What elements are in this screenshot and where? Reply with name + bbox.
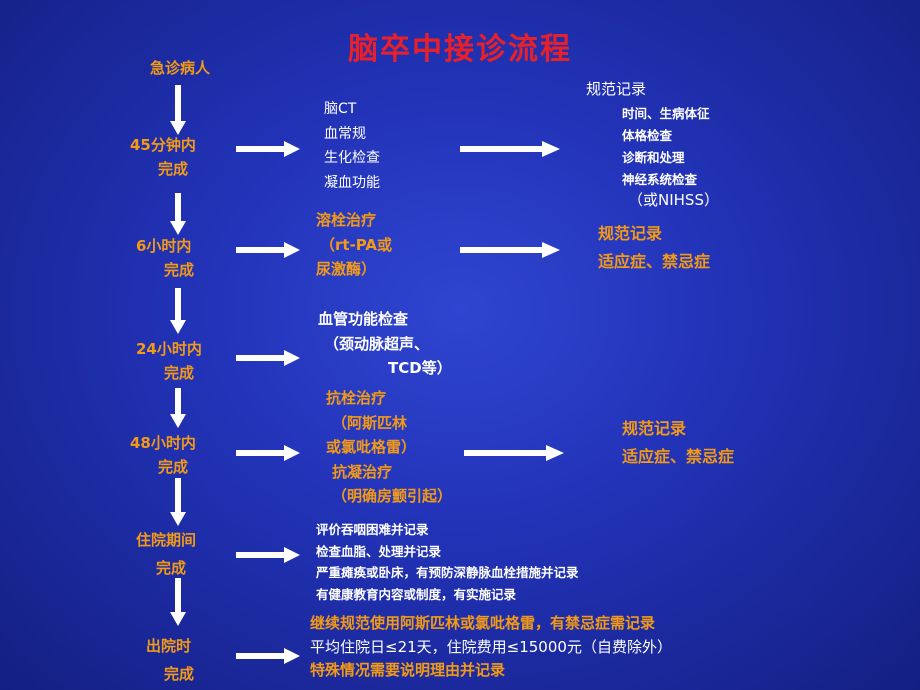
action-item: 尿激酶）	[316, 260, 377, 278]
stage-time: 出院时	[146, 637, 192, 655]
record-item: 时间、生病体征	[622, 106, 710, 121]
action-list-4: 抗栓治疗 （阿斯匹林 或氯吡格雷） 抗凝治疗 （明确房颤引起）	[326, 386, 452, 509]
stage-done: 完成	[164, 665, 195, 683]
stage-4: 48小时内 完成	[130, 431, 196, 479]
stage-done: 完成	[156, 559, 187, 577]
action-item: 凝血功能	[324, 174, 380, 191]
record-1-title: 规范记录	[586, 80, 647, 98]
action-list-1: 脑CT 血常规 生化检查 凝血功能	[324, 97, 380, 195]
record-item: 适应症、禁忌症	[598, 252, 711, 271]
record-2: 规范记录 适应症、禁忌症	[598, 220, 710, 276]
action-list-5: 评价吞咽困难并记录 检查血脂、处理并记录 严重瘫痪或卧床，有预防深静脉血栓措施并…	[316, 519, 579, 605]
stage-time: 24小时内	[136, 340, 202, 358]
action-item: 评价吞咽困难并记录	[316, 522, 429, 537]
down-arrow-icon	[170, 478, 186, 526]
action-item: 生化检查	[324, 150, 380, 166]
action-item: 严重瘫痪或卧床，有预防深静脉血栓措施并记录	[316, 565, 579, 580]
action-item: 血常规	[324, 125, 366, 142]
action-item: 平均住院日≤21天，住院费用≤15000元（自费除外）	[310, 637, 672, 656]
action-item: 脑CT	[324, 101, 357, 117]
action-item: 特殊情况需要说明理由并记录	[310, 661, 506, 679]
record-1-items: 时间、生病体征 体格检查 诊断和处理 神经系统检查	[622, 103, 710, 191]
down-arrow-icon	[170, 193, 186, 235]
record-item: 规范记录	[598, 224, 663, 243]
record-4: 规范记录 适应症、禁忌症	[622, 415, 734, 471]
stage-done: 完成	[164, 364, 195, 382]
stage-time: 48小时内	[130, 434, 196, 452]
stage-6: 出院时 完成	[146, 632, 194, 688]
right-arrow-icon	[460, 141, 560, 157]
right-arrow-icon	[460, 242, 560, 258]
stage-5: 住院期间 完成	[136, 526, 196, 582]
action-list-3: 血管功能检查 （颈动脉超声、 TCD等）	[318, 307, 452, 381]
stage-done: 完成	[158, 160, 189, 178]
stage-2: 6小时内 完成	[136, 234, 194, 282]
stage-1: 45分钟内 完成	[130, 133, 196, 181]
down-arrow-icon	[170, 388, 186, 428]
action-item: （颈动脉超声、	[324, 334, 430, 353]
right-arrow-icon	[236, 141, 300, 157]
record-item: 神经系统检查	[622, 172, 698, 187]
action-item: TCD等）	[388, 359, 452, 377]
action-item: 有健康教育内容或制度，有实施记录	[316, 586, 517, 602]
action-item: 检查血脂、处理并记录	[316, 543, 442, 559]
record-item: 体格检查	[622, 128, 673, 143]
right-arrow-icon	[236, 242, 300, 258]
stage-time: 住院期间	[136, 531, 197, 549]
stage-time: 6小时内	[136, 237, 192, 255]
action-item: 或氯吡格雷）	[326, 438, 417, 456]
action-item: （明确房颤引起）	[332, 487, 453, 505]
record-item: 规范记录	[622, 419, 687, 438]
right-arrow-icon	[236, 648, 300, 664]
page-title: 脑卒中接诊流程	[348, 32, 572, 67]
action-item: 血管功能检查	[318, 310, 409, 328]
record-item: 诊断和处理	[622, 150, 685, 165]
right-arrow-icon	[236, 350, 300, 366]
stage-done: 完成	[158, 458, 189, 476]
record-item: 适应症、禁忌症	[622, 447, 735, 466]
start-node: 急诊病人	[150, 59, 211, 77]
right-arrow-icon	[236, 445, 300, 461]
stage-done: 完成	[164, 261, 195, 279]
down-arrow-icon	[170, 288, 186, 334]
action-item: 溶栓治疗	[316, 211, 377, 229]
down-arrow-icon	[170, 578, 186, 626]
action-item: 抗凝治疗	[332, 462, 393, 481]
action-item: （阿斯匹林	[332, 413, 408, 432]
action-list-2: 溶栓治疗 （rt-PA或 尿激酶）	[316, 208, 392, 282]
stage-3: 24小时内 完成	[136, 337, 202, 385]
stage-time: 45分钟内	[130, 136, 196, 154]
right-arrow-icon	[464, 445, 564, 461]
action-list-6: 继续规范使用阿斯匹林或氯吡格雷，有禁忌症需记录 平均住院日≤21天，住院费用≤1…	[310, 612, 672, 683]
right-arrow-icon	[236, 547, 300, 563]
action-item: 继续规范使用阿斯匹林或氯吡格雷，有禁忌症需记录	[310, 614, 656, 632]
action-item: 抗栓治疗	[326, 389, 387, 407]
record-1-note: （或NIHSS）	[628, 191, 719, 209]
action-item: （rt-PA或	[320, 235, 393, 254]
down-arrow-icon	[170, 85, 186, 135]
